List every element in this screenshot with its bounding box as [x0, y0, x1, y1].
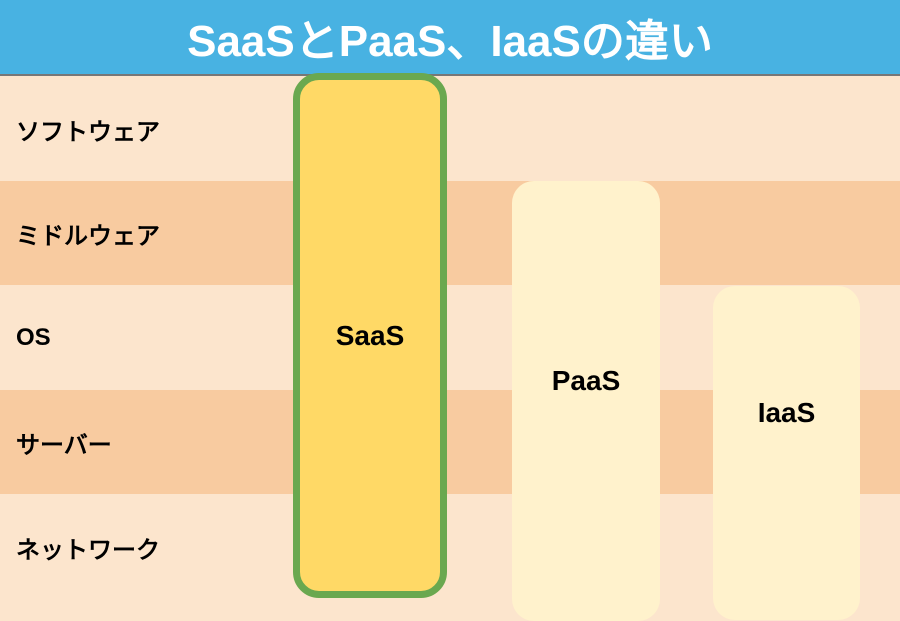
paas-column: PaaS [512, 181, 660, 621]
iaas-label: IaaS [757, 397, 816, 428]
layer-label: サーバー [16, 431, 112, 459]
layer-row-middleware: ミドルウェア [0, 181, 900, 285]
saas-label: SaaS [335, 319, 405, 351]
layer-label: ミドルウェア [16, 222, 160, 250]
iaas-column: IaaS [713, 286, 860, 620]
layer-row-software: ソフトウェア [0, 77, 900, 181]
layer-label: ソフトウェア [16, 118, 160, 146]
paas-label: PaaS [551, 365, 621, 396]
saas-column: SaaS [293, 73, 447, 598]
layer-label: OS [16, 324, 51, 351]
layer-label: ネットワーク [16, 536, 160, 564]
page-title: SaaSとPaaS、IaaSの違い [0, 0, 900, 76]
